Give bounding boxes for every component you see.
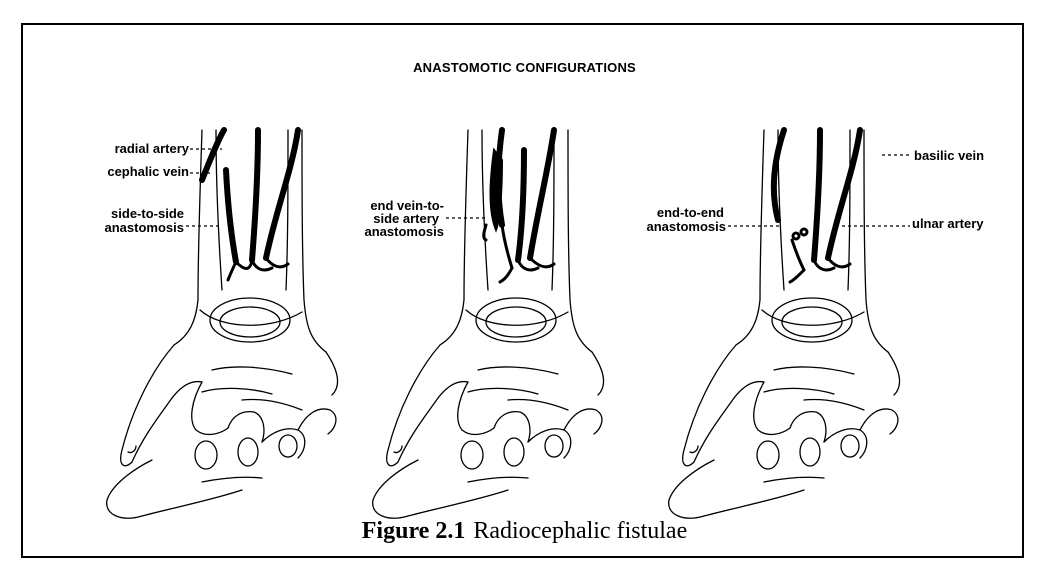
figure-caption: Figure 2.1 Radiocephalic fistulae xyxy=(0,518,1049,545)
vessel-1c xyxy=(202,130,224,180)
vessel-1d xyxy=(226,170,236,262)
vessel-1b xyxy=(266,130,298,258)
hand-panel-2 xyxy=(373,130,604,518)
hand-panel-3 xyxy=(669,130,900,518)
vessel-2c xyxy=(518,150,524,260)
vessel-3b xyxy=(828,130,860,258)
vessel-1a xyxy=(252,130,258,260)
vessel-2b xyxy=(530,130,554,258)
figure-caption-text: Radiocephalic fistulae xyxy=(473,518,687,544)
figure-number: Figure 2.1 xyxy=(362,518,466,544)
vessel-3a xyxy=(814,130,820,260)
hand-panel-1 xyxy=(107,130,338,518)
